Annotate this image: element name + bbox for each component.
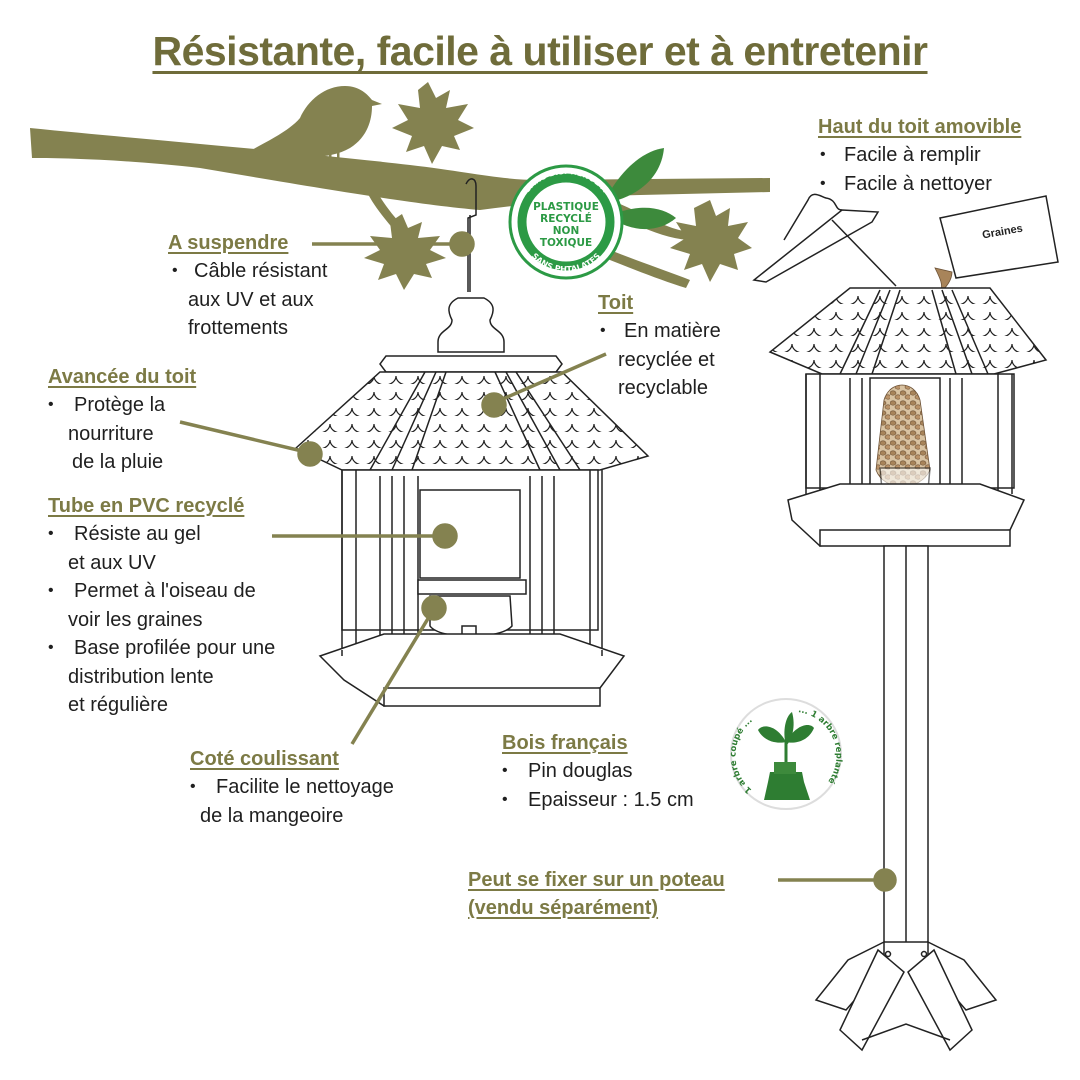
callout-haut-toit: Haut du toit amovible •Facile à remplir …	[818, 116, 1021, 198]
callout-line: recyclée et	[618, 348, 715, 371]
hanging-feeder	[294, 297, 650, 707]
callout-line: aux UV et aux	[188, 288, 314, 311]
arbre-badge: 1 arbre coupé ... ... 1 arbre replanté	[728, 698, 844, 810]
callout-heading: Haut du toit amovible	[818, 116, 1022, 138]
callout-line: frottements	[188, 317, 289, 339]
leader-dot	[481, 392, 507, 418]
callout-toit: Toit • En matière recyclée et recyclable	[598, 292, 721, 403]
leader-dot	[421, 595, 447, 621]
callout-heading: Coté coulissant	[190, 748, 339, 770]
callout-bois: Bois français • Pin douglas • Epaisseur : …	[502, 732, 694, 814]
callout-line: de la pluie	[72, 451, 164, 473]
leader-dot	[449, 231, 475, 257]
callout-heading: Bois français	[502, 732, 628, 754]
badge-leaf-icon	[618, 207, 676, 230]
callout-heading: A suspendre	[168, 232, 289, 254]
callout-line: Câble résistant	[194, 260, 328, 282]
callout-suspendre: A suspendre • Câble résistant aux UV et a…	[168, 232, 327, 343]
callout-line: et régulière	[68, 694, 169, 716]
callout-line: Facile à nettoyer	[844, 172, 992, 195]
callout-line: Base profilée pour une	[74, 637, 276, 659]
callout-line: Pin douglas	[528, 760, 633, 782]
callout-coulissant: Coté coulissant • Facilite le nettoyage d…	[190, 748, 394, 830]
callout-heading: (vendu séparément)	[468, 897, 659, 919]
callout-heading: Toit	[598, 292, 634, 314]
bullet: •	[820, 146, 826, 163]
bullet: •	[502, 762, 508, 779]
leader-dot	[432, 523, 458, 549]
callout-line: Permet à l'oiseau de	[74, 580, 256, 602]
callout-heading: Avancée du toit	[48, 366, 197, 388]
bullet: •	[820, 174, 826, 192]
badge-line: RECYCLÉ	[540, 212, 592, 225]
bird-silhouette-icon	[248, 86, 382, 160]
callout-line: Protège la	[74, 394, 166, 416]
bullet: •	[48, 639, 54, 656]
callout-line: En matière	[624, 320, 721, 342]
callout-line: nourriture	[68, 422, 154, 445]
callout-line: recyclable	[618, 377, 709, 399]
callout-tube: Tube en PVC recyclé • Résiste au gel et a…	[48, 495, 275, 720]
bullet: •	[48, 396, 54, 413]
callout-line: distribution lente	[68, 665, 214, 688]
callout-line: voir les graines	[68, 608, 203, 631]
bullet: •	[600, 322, 606, 339]
badge-leaf-icon	[612, 148, 664, 200]
callout-line: de la mangeoire	[200, 804, 344, 827]
bullet: •	[190, 778, 196, 795]
bullet: •	[502, 790, 508, 808]
callout-line: Epaisseur : 1.5 cm	[528, 788, 694, 811]
callout-heading: Peut se fixer sur un poteau	[468, 869, 725, 891]
page-title: Résistante, facile à utiliser et à entre…	[0, 28, 1080, 75]
bullet: •	[172, 262, 178, 279]
seed-bag	[939, 195, 1059, 279]
bullet: •	[48, 525, 54, 542]
standing-feeder	[752, 193, 1059, 1052]
callout-avancee: Avancée du toit • Protège la nourriture d…	[48, 366, 196, 477]
badge-line: TOXIQUE	[540, 237, 592, 249]
plastique-badge: SANS BISPHENOL A SANS PHTALATES PLASTIQU…	[508, 148, 676, 280]
maple-leaf-icon	[392, 82, 474, 164]
callout-line: Résiste au gel	[74, 523, 201, 545]
callout-line: et aux UV	[68, 551, 156, 574]
callout-leaders	[179, 231, 897, 892]
maple-leaf-icon	[670, 200, 752, 282]
badge-line: NON	[553, 225, 580, 237]
tree-stump-icon	[764, 762, 810, 800]
leader-dot	[297, 441, 323, 467]
badge-line: PLASTIQUE	[533, 201, 599, 213]
maple-leaf-icon	[364, 214, 446, 290]
callout-line: Facilite le nettoyage	[216, 776, 394, 798]
callout-line: Facile à remplir	[844, 144, 981, 166]
bullet: •	[48, 582, 54, 599]
callout-heading: Tube en PVC recyclé	[48, 495, 245, 517]
callout-poteau: Peut se fixer sur un poteau (vendu sépar…	[468, 866, 725, 922]
leader-dot	[873, 868, 897, 892]
title-text: Résistante, facile à utiliser et à entre…	[152, 28, 928, 74]
